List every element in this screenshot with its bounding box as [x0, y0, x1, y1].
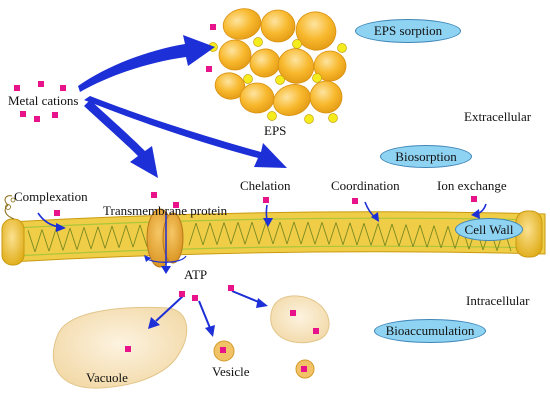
eps-bead: [273, 84, 311, 116]
eps-cluster: [208, 8, 347, 124]
metal-ion: [14, 85, 20, 91]
metal-ion: [301, 366, 307, 372]
eps-bead: [309, 80, 343, 114]
bioaccumulation-pill: Bioaccumulation: [374, 319, 486, 343]
eps-bead: [260, 9, 296, 43]
metal-ion: [192, 295, 198, 301]
eps-small-particle: [328, 113, 338, 123]
eps-small-particle: [337, 43, 347, 53]
membrane-left-cap: [1, 218, 25, 266]
eps-small-particle: [292, 39, 302, 49]
vesicle-large: [270, 295, 330, 344]
eps-bead: [313, 50, 347, 82]
metal-ion: [206, 66, 212, 72]
metal-ion: [151, 192, 157, 198]
metal-ion: [352, 198, 358, 204]
cell-wall-pill: Cell Wall: [455, 218, 523, 241]
intracellular-arrows: [148, 290, 268, 337]
metal-ion: [210, 24, 216, 30]
metal-cations-label: Metal cations: [8, 93, 79, 108]
binding-arrows: [37, 201, 487, 232]
atp-label: ATP: [184, 267, 208, 282]
arrow-to-biosorption: [84, 96, 287, 168]
metal-ion: [179, 291, 185, 297]
arrow-to-wall: [84, 100, 158, 178]
eps-bead: [277, 48, 315, 84]
intracellular-label: Intracellular: [466, 293, 530, 308]
eps-label: EPS: [264, 123, 287, 138]
eps-bead: [295, 11, 337, 51]
vacuole-label: Vacuole: [86, 370, 128, 385]
metal-ions: [14, 24, 477, 372]
transmembrane-protein-label: Transmembrane protein: [103, 203, 228, 218]
metal-ion: [125, 346, 131, 352]
eps-small-particle: [312, 73, 322, 83]
coordination-label: Coordination: [331, 178, 400, 193]
eps-bead: [218, 39, 252, 71]
complexation-label: Complexation: [14, 189, 88, 204]
metal-ion: [34, 116, 40, 122]
eps-small-particle: [253, 37, 263, 47]
transmembrane-protein: [144, 208, 187, 274]
vesicle-label: Vesicle: [212, 364, 250, 379]
eps-bead: [239, 82, 275, 114]
chelation-label: Chelation: [240, 178, 291, 193]
metal-ion: [290, 310, 296, 316]
metal-ion: [173, 202, 179, 208]
vacuole: [52, 306, 188, 389]
metal-ion: [313, 328, 319, 334]
metal-ion: [220, 347, 226, 353]
metal-ion: [228, 285, 234, 291]
metal-ion: [38, 81, 44, 87]
eps-bead: [222, 8, 262, 40]
eps-small-particle: [304, 114, 314, 124]
eps-small-particle: [243, 74, 253, 84]
metal-ion: [263, 197, 269, 203]
uptake-arrows: [78, 35, 287, 178]
eps-sorption-pill: EPS sorption: [355, 19, 461, 43]
metal-ion: [20, 111, 26, 117]
metal-ion: [471, 196, 477, 202]
biosorption-pill: Biosorption: [380, 145, 472, 168]
extracellular-label: Extracellular: [464, 109, 532, 124]
eps-small-particle: [275, 75, 285, 85]
eps-small-particle: [267, 111, 277, 121]
eps-bead: [249, 48, 281, 78]
metal-ion: [54, 210, 60, 216]
metal-ion: [52, 112, 58, 118]
metal-ion: [60, 85, 66, 91]
ion-exchange-label: Ion exchange: [437, 178, 507, 193]
arrow-to-eps: [78, 35, 215, 92]
